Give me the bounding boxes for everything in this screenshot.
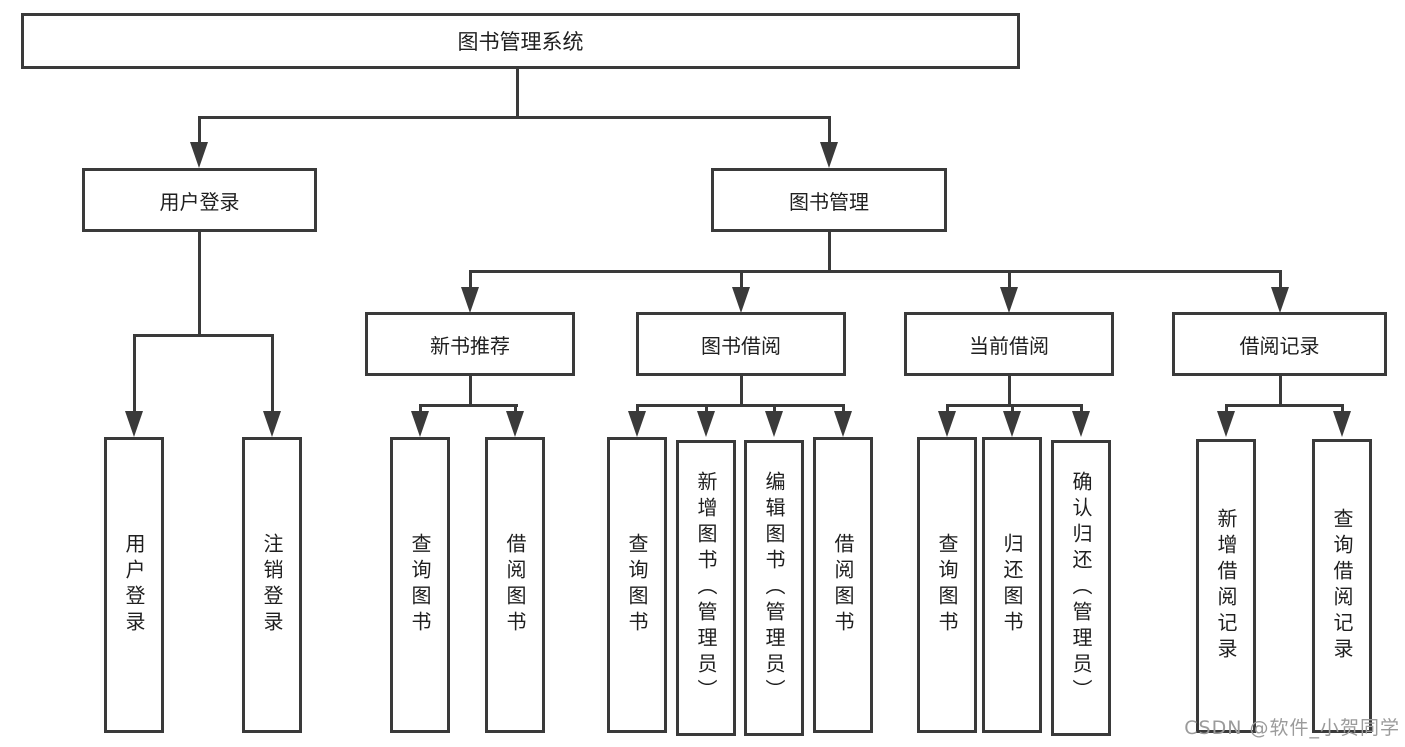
leaf-query-borrow-record-label: 查询借阅记录: [1330, 508, 1354, 664]
connector-line: [1011, 404, 1014, 415]
node-root: 图书管理系统: [21, 13, 1020, 69]
node-borrow-records-label: 借阅记录: [1239, 333, 1320, 358]
node-user-login: 用户登录: [82, 168, 317, 232]
connector-line: [469, 270, 472, 292]
leaf-query-books-recommend-label: 查询图书: [408, 533, 432, 637]
arrow-down-icon: [820, 142, 838, 168]
leaf-query-books-current: 查询图书: [917, 437, 977, 733]
connector-line: [271, 334, 274, 414]
connector-line: [1080, 404, 1083, 415]
leaf-edit-books-admin: 编辑图书（管理员）: [744, 440, 804, 736]
connector-line: [516, 67, 519, 118]
connector-line: [198, 116, 201, 144]
leaf-query-borrow-record: 查询借阅记录: [1312, 439, 1372, 733]
leaf-edit-books-admin-label: 编辑图书（管理员）: [762, 471, 786, 705]
arrow-down-icon: [411, 411, 429, 437]
connector-line: [946, 404, 949, 415]
leaf-borrow-books-recommend-label: 借阅图书: [503, 533, 527, 637]
connector-line: [133, 334, 136, 414]
arrow-down-icon: [834, 411, 852, 437]
connector-line: [773, 404, 776, 415]
node-root-label: 图书管理系统: [457, 30, 584, 54]
connector-line: [419, 404, 422, 415]
connector-line: [198, 116, 831, 119]
arrow-down-icon: [1072, 411, 1090, 437]
connector-line: [1341, 404, 1344, 415]
arrow-down-icon: [697, 411, 715, 437]
leaf-return-books: 归还图书: [982, 437, 1042, 733]
connector-line: [828, 231, 831, 273]
leaf-user-login: 用户登录: [104, 437, 164, 733]
arrow-down-icon: [461, 287, 479, 313]
node-current-borrow-label: 当前借阅: [969, 333, 1049, 358]
leaf-user-login-label: 用户登录: [122, 533, 146, 637]
arrow-down-icon: [1000, 287, 1018, 313]
csdn-watermark: CSDN @软件_小贺同学: [1184, 717, 1400, 739]
leaf-return-books-label: 归还图书: [1000, 533, 1024, 637]
connector-line: [1225, 404, 1344, 407]
node-book-management-label: 图书管理: [789, 189, 869, 214]
leaf-query-books-recommend: 查询图书: [390, 437, 450, 733]
leaf-add-borrow-record-label: 新增借阅记录: [1214, 508, 1238, 664]
arrow-down-icon: [263, 411, 281, 437]
leaf-add-borrow-record: 新增借阅记录: [1196, 439, 1256, 733]
node-book-borrow-label: 图书借阅: [701, 333, 781, 358]
leaf-add-books-admin: 新增图书（管理员）: [676, 440, 736, 736]
connector-line: [842, 404, 845, 415]
connector-line: [1008, 374, 1011, 407]
leaf-query-books-borrow-label: 查询图书: [625, 533, 649, 637]
leaf-borrow-books-recommend: 借阅图书: [485, 437, 545, 733]
node-borrow-records: 借阅记录: [1172, 312, 1387, 376]
arrow-down-icon: [732, 287, 750, 313]
connector-line: [469, 270, 1282, 273]
connector-line: [1279, 270, 1282, 292]
node-book-management: 图书管理: [711, 168, 947, 232]
connector-line: [198, 231, 201, 336]
leaf-logout-login: 注销登录: [242, 437, 302, 733]
connector-line: [469, 374, 472, 407]
connector-line: [705, 404, 708, 415]
connector-line: [636, 404, 639, 415]
connector-line: [1279, 374, 1282, 407]
arrow-down-icon: [1003, 411, 1021, 437]
arrow-down-icon: [190, 142, 208, 168]
connector-line: [828, 116, 831, 144]
arrow-down-icon: [628, 411, 646, 437]
arrow-down-icon: [1271, 287, 1289, 313]
arrow-down-icon: [506, 411, 524, 437]
node-new-book-recommend: 新书推荐: [365, 312, 575, 376]
leaf-logout-login-label: 注销登录: [260, 533, 284, 637]
leaf-confirm-return-admin-label: 确认归还（管理员）: [1069, 471, 1093, 705]
arrow-down-icon: [1333, 411, 1351, 437]
node-current-borrow: 当前借阅: [904, 312, 1114, 376]
arrow-down-icon: [938, 411, 956, 437]
connector-line: [419, 404, 518, 407]
connector-line: [1008, 270, 1011, 292]
node-new-book-recommend-label: 新书推荐: [430, 333, 510, 358]
connector-line: [514, 404, 517, 415]
node-book-borrow: 图书借阅: [636, 312, 846, 376]
leaf-confirm-return-admin: 确认归还（管理员）: [1051, 440, 1111, 736]
leaf-borrow-books-label: 借阅图书: [831, 533, 855, 637]
leaf-borrow-books: 借阅图书: [813, 437, 873, 733]
leaf-add-books-admin-label: 新增图书（管理员）: [694, 471, 718, 705]
arrow-down-icon: [765, 411, 783, 437]
connector-line: [946, 404, 1083, 407]
connector-line: [740, 270, 743, 292]
connector-line: [1225, 404, 1228, 415]
connector-line: [636, 404, 845, 407]
leaf-query-books-borrow: 查询图书: [607, 437, 667, 733]
connector-line: [740, 374, 743, 407]
connector-line: [133, 334, 274, 337]
arrow-down-icon: [1217, 411, 1235, 437]
node-user-login-label: 用户登录: [159, 189, 240, 214]
leaf-query-books-current-label: 查询图书: [935, 533, 959, 637]
arrow-down-icon: [125, 411, 143, 437]
